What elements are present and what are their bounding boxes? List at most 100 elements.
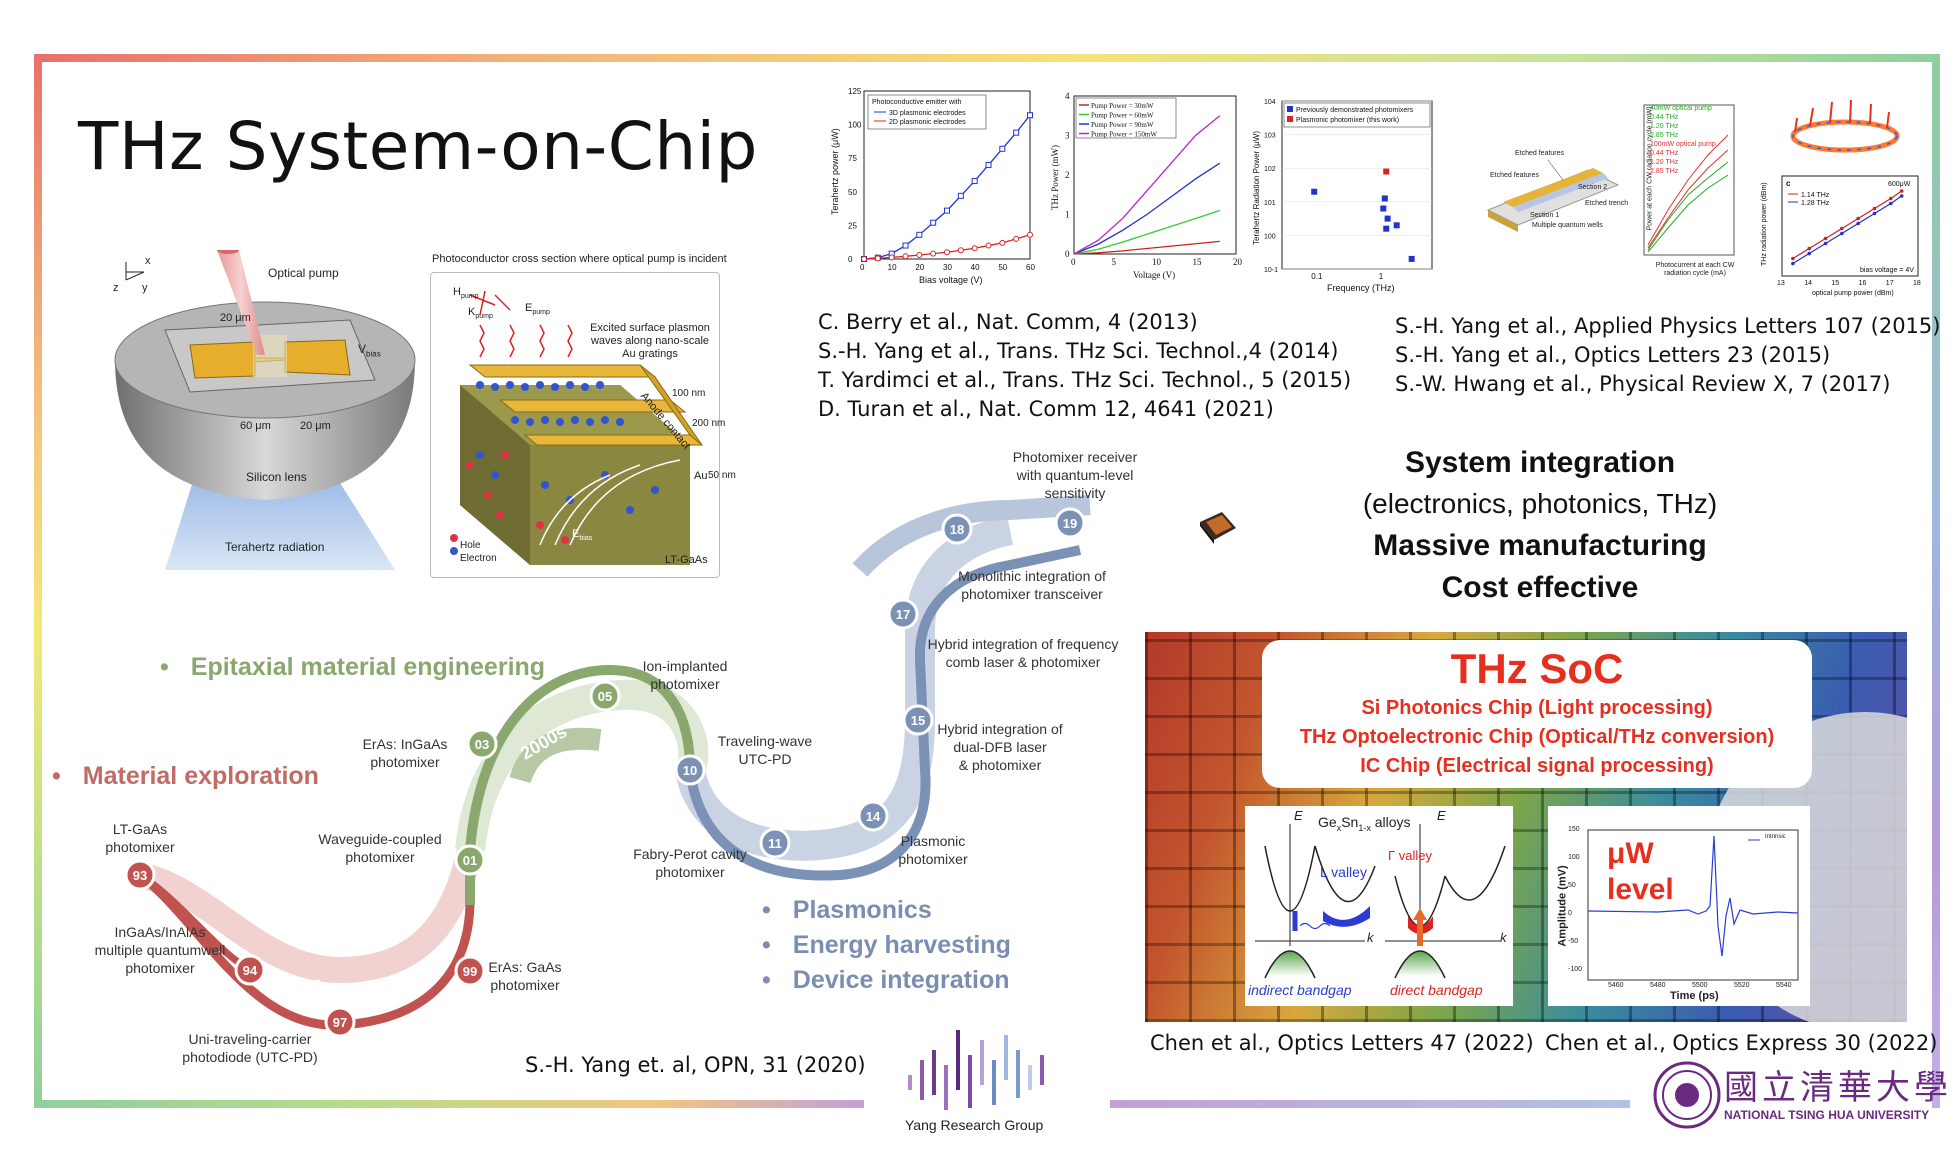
chart3-ylabel: Terahertz Radiation Power (μW) xyxy=(1252,131,1261,245)
timeline-node-label: ErAs: InGaAs photomixer xyxy=(362,736,448,770)
chart-power-vs-photocurrent xyxy=(1643,104,1735,256)
chart1-ytick: 100 xyxy=(848,121,862,130)
chart4-xlabel: Photocurrent at each CW radiation cycle … xyxy=(1655,262,1735,277)
uw-level-line2: level xyxy=(1607,873,1674,906)
chart4-legend-item: 2.85 THz xyxy=(1650,168,1679,175)
chart3-point xyxy=(1383,225,1390,232)
pulse-xtick: 5480 xyxy=(1650,982,1666,989)
pulse-xlabel: Time (ps) xyxy=(1670,990,1719,1002)
timeline-node-label: Uni-traveling-carrier photodiode (UTC-PD… xyxy=(182,1031,318,1065)
chart5-legend-label: 1.14 THz xyxy=(1801,192,1830,199)
optical-pump-label: Optical pump xyxy=(268,266,339,280)
chart4-legend-item: 1.20 THz xyxy=(1650,159,1679,166)
etched-features-1: Etched features xyxy=(1515,150,1565,157)
nthu-english: NATIONAL TSING HUA UNIVERSITY xyxy=(1724,1108,1930,1122)
chart5-point xyxy=(1889,196,1893,201)
legend-electron: Electron xyxy=(460,553,497,564)
ref-yardimci: T. Yardimci et al., Trans. THz Sci. Tech… xyxy=(818,368,1352,392)
plasmon-label: Excited surface plasmon waves along nano… xyxy=(590,322,710,360)
section2-label: Section 2 xyxy=(1578,184,1608,191)
cross-section-diagram xyxy=(450,290,704,565)
chart2-xtick: 20 xyxy=(1233,257,1243,267)
chart5-xtick: 17 xyxy=(1886,280,1894,287)
chart5-point xyxy=(1856,221,1860,226)
chart5-point xyxy=(1899,194,1904,198)
chart1-legend-label: 2D plasmonic electrodes xyxy=(889,119,966,126)
slide-title: THz System-on-Chip xyxy=(78,108,758,185)
axis-y-label: y xyxy=(142,282,148,294)
silicon-lens-figure: x xyxy=(114,250,416,570)
chart5-plot-area xyxy=(1781,175,1919,277)
system-integration-title: System integration xyxy=(1404,446,1676,479)
chart1-point xyxy=(902,242,909,249)
chart2-xtick: 10 xyxy=(1152,257,1162,267)
terahertz-radiation-label: Terahertz radiation xyxy=(225,540,325,554)
chart5-xtick: 14 xyxy=(1804,280,1812,287)
chart3-point xyxy=(1311,188,1318,195)
lt-gaas-label: LT-GaAs xyxy=(665,554,708,566)
chart2-legend-box xyxy=(1075,97,1177,139)
au-label: Au xyxy=(694,470,708,482)
chart1-xtick: 60 xyxy=(1026,263,1035,272)
chart3-xtick: 1 xyxy=(1379,272,1384,281)
frame-bottom-right xyxy=(1110,1100,1630,1108)
chart1-xtick: 20 xyxy=(915,263,924,272)
soc-line-si-photonics: Si Photonics Chip (Light processing) xyxy=(1361,697,1713,719)
ref-chen-oe: Chen et al., Optics Express 30 (2022) xyxy=(1545,1031,1938,1055)
dim-50nm: 50 nm xyxy=(708,470,736,481)
l-valley-label: L valley xyxy=(1320,864,1367,880)
yang-group-label: Yang Research Group xyxy=(905,1117,1044,1133)
chart5-point xyxy=(1823,241,1828,246)
chart5-point xyxy=(1872,206,1877,211)
chart2-legend-label: Pump Power = 30mW xyxy=(1091,102,1154,110)
chart1-ytick: 75 xyxy=(848,154,857,163)
chart3-ytick: 103 xyxy=(1264,133,1276,140)
chart5-point xyxy=(1856,216,1860,221)
e-pump-label: Epump xyxy=(525,302,550,317)
ref-chen-ol: Chen et al., Optics Letters 47 (2022) xyxy=(1150,1031,1534,1055)
chart1-point xyxy=(944,207,950,214)
indirect-bandgap-label: indirect bandgap xyxy=(1248,982,1352,998)
chart3-plot-area xyxy=(1281,100,1433,270)
bullet-energy-harvesting: •Energy harvesting xyxy=(762,931,1011,959)
chart3-legend-label: Previously demonstrated photomixers xyxy=(1296,107,1414,114)
chart3-ytick: 102 xyxy=(1264,166,1276,173)
chart2-series-line xyxy=(1073,115,1221,255)
h-pump-label: Hpump xyxy=(453,286,479,301)
chart5-point xyxy=(1889,201,1893,206)
chart5-series-line xyxy=(1792,190,1903,260)
chart4-legend-item: 40mW optical pump xyxy=(1650,105,1712,112)
chart1-point xyxy=(888,254,895,261)
frame-left xyxy=(34,54,42,1108)
k-pump-label: Kpump xyxy=(468,306,493,321)
pulse-ytick: 100 xyxy=(1568,854,1580,861)
chart1-point xyxy=(861,256,867,262)
chart2-ytick: 3 xyxy=(1065,131,1070,141)
ref-yang-apl: S.-H. Yang et al., Applied Physics Lette… xyxy=(1395,314,1941,338)
dim-20um-top: 20 μm xyxy=(220,312,251,324)
timeline-node-label: Monolithic integration of photomixer tra… xyxy=(958,568,1106,602)
chart4-legend-item: 0.44 THz xyxy=(1650,150,1679,157)
cost-effective: Cost effective xyxy=(1441,571,1639,604)
chart4-legend-item: 2.85 THz xyxy=(1650,132,1679,139)
chart1-point xyxy=(1013,129,1020,136)
chart5-ylabel: THz radiation power (dBm) xyxy=(1761,182,1768,266)
axis-x-label: x xyxy=(145,255,151,267)
timeline-node-number: 11 xyxy=(768,836,782,851)
chart5-point xyxy=(1872,211,1877,216)
chart1-ytick: 0 xyxy=(848,255,853,264)
timeline-node xyxy=(759,827,791,859)
timeline-node xyxy=(674,754,706,786)
chart2-legend-label: Pump Power = 90mW xyxy=(1091,121,1154,129)
chart1-point xyxy=(985,161,992,168)
refs-top-middle: C. Berry et al., Nat. Comm, 4 (2013) S.-… xyxy=(818,308,1351,424)
timeline-node xyxy=(589,680,621,712)
chart5-panel-label: c xyxy=(1786,179,1791,188)
ring-resonator-image xyxy=(1790,99,1900,153)
system-integration-block: System integration (electronics, photoni… xyxy=(1330,442,1750,608)
chart3-point xyxy=(1381,195,1388,202)
